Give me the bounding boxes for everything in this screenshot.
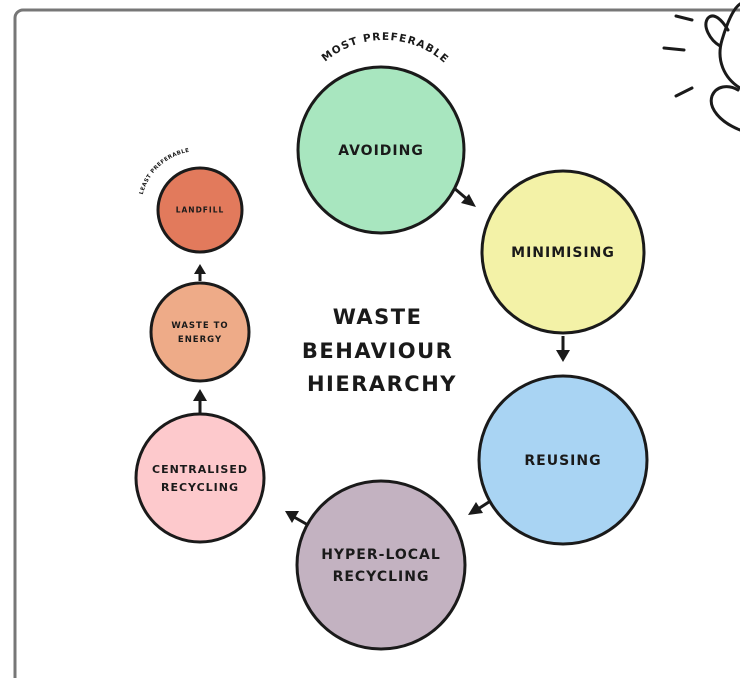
centralised-recycling-label-line-2: RECYCLING (161, 481, 239, 494)
reusing-label: REUSING (524, 453, 601, 469)
hyper-local-recycling-label-line-1: HYPER-LOCAL (321, 547, 441, 563)
diagram-title: WASTE BEHAVIOUR HIERARCHY (302, 305, 462, 396)
title-line-1: WASTE (333, 305, 423, 329)
node-avoiding: AVOIDING (296, 65, 466, 235)
centralised-recycling-circle (134, 412, 266, 544)
reusing-label-line-1: REUSING (524, 453, 601, 469)
landfill-label-line-1: LANDFILL (176, 206, 225, 215)
avoiding-label-line-1: AVOIDING (338, 143, 424, 159)
avoiding-circle (296, 65, 466, 235)
most-preferable-caption: MOST PREFERABLE (320, 31, 452, 66)
hand-icon (662, 2, 740, 132)
arrow-reusing-to-hyper-local (468, 498, 493, 515)
minimising-label-line-1: MINIMISING (511, 245, 615, 261)
hierarchy-nodes: AVOIDING MINIMISING REUSING HYPER-LOCAL RECY… (134, 65, 649, 651)
waste-to-energy-label: WASTE TO ENERGY (171, 321, 228, 345)
avoiding-label: AVOIDING (338, 143, 424, 159)
hyper-local-recycling-label-line-2: RECYCLING (333, 569, 430, 585)
minimising-circle (480, 169, 646, 335)
landfill-circle (156, 166, 244, 254)
node-minimising: MINIMISING (480, 169, 646, 335)
node-centralised-recycling: CENTRALISED RECYCLING (134, 412, 266, 544)
waste-to-energy-label-line-1: WASTE TO (171, 321, 228, 331)
waste-to-energy-circle (149, 281, 251, 383)
waste-to-energy-label-line-2: ENERGY (178, 335, 222, 345)
title-line-2: BEHAVIOUR (302, 339, 453, 363)
centralised-recycling-label: CENTRALISED RECYCLING (152, 463, 248, 494)
node-hyper-local-recycling: HYPER-LOCAL RECYCLING (295, 479, 467, 651)
connectors (193, 186, 570, 527)
arrow-avoiding-to-minimising (453, 186, 476, 207)
hyper-local-recycling-circle (295, 479, 467, 651)
node-reusing: REUSING (477, 374, 649, 546)
centralised-recycling-label-line-1: CENTRALISED (152, 463, 248, 476)
minimising-label: MINIMISING (511, 245, 615, 261)
arrow-minimising-to-reusing (556, 336, 570, 362)
frame-border (13, 8, 740, 678)
arrow-waste-to-energy-to-landfill (194, 264, 206, 281)
arrow-centralised-to-waste-to-energy (193, 389, 207, 414)
hyper-local-recycling-label: HYPER-LOCAL RECYCLING (321, 547, 441, 585)
reusing-circle (477, 374, 649, 546)
arrow-hyper-local-to-centralised (285, 511, 309, 527)
most-preferable-text: MOST PREFERABLE (320, 31, 450, 66)
landfill-label: LANDFILL (176, 206, 225, 215)
node-waste-to-energy: WASTE TO ENERGY (149, 281, 251, 383)
node-landfill: LANDFILL (156, 166, 244, 254)
title-line-3: HIERARCHY (307, 372, 457, 396)
